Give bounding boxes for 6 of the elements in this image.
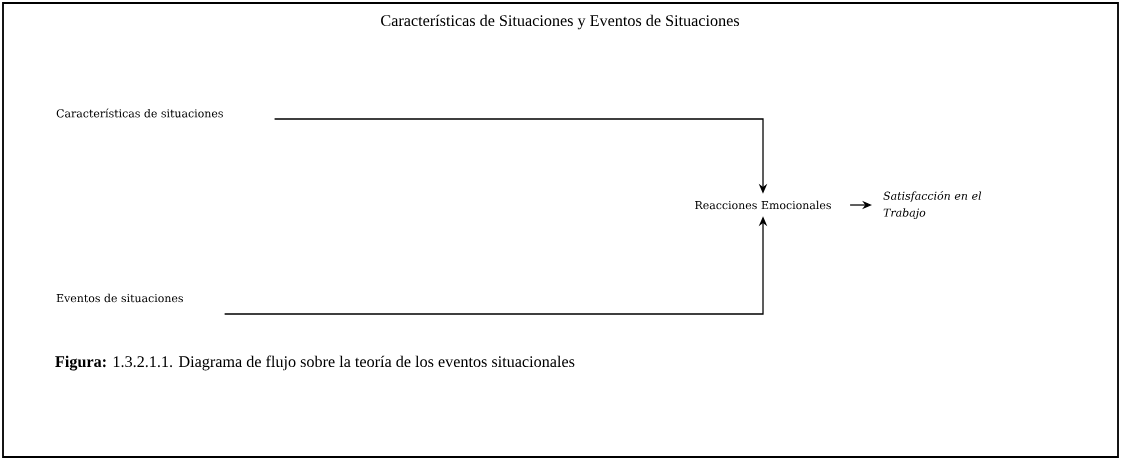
flow-text: Eventos de situaciones <box>56 293 183 303</box>
caption: Figura: 1.3.2.1.1. Diagrama de flujo sobre la teoría de los eventos situacionales <box>55 355 575 371</box>
flow-text: Satisfacción en el Trabajo <box>883 190 982 220</box>
title: Características de Situaciones y Eventos de Situaciones <box>381 14 740 30</box>
flow-text: Reacciones Emocionales <box>695 200 831 210</box>
flow-text: Características de situaciones <box>56 108 223 118</box>
